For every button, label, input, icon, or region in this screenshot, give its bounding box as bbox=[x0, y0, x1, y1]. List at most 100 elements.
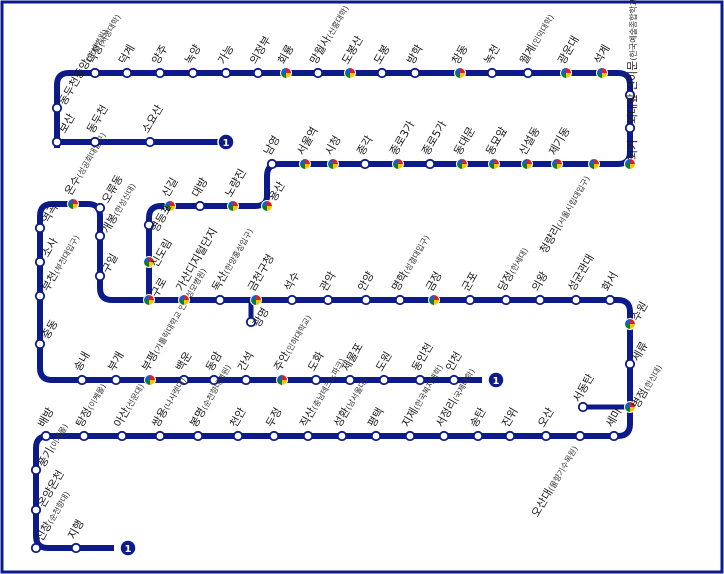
station-dot bbox=[302, 430, 314, 442]
transfer-marker-segment bbox=[227, 200, 233, 206]
station-dot bbox=[121, 67, 133, 79]
transfer-marker-segment bbox=[462, 158, 468, 164]
station-dot bbox=[570, 294, 582, 306]
station-dot bbox=[534, 294, 546, 306]
station-18[interactable]: 외대앞 bbox=[624, 94, 639, 134]
transfer-marker-segment bbox=[305, 164, 311, 170]
station-dot bbox=[360, 294, 372, 306]
station-dot bbox=[252, 67, 264, 79]
transfer-marker-segment bbox=[462, 164, 468, 170]
station-19[interactable]: 회기 bbox=[624, 140, 640, 170]
station-dot bbox=[194, 200, 206, 212]
station-dot bbox=[78, 430, 90, 442]
station-dot bbox=[370, 430, 382, 442]
station-dot bbox=[266, 158, 278, 170]
transfer-marker-segment bbox=[527, 164, 533, 170]
transfer-marker-segment bbox=[624, 401, 630, 407]
station-dot bbox=[624, 358, 636, 370]
station-dot bbox=[504, 430, 516, 442]
station-dot bbox=[116, 430, 128, 442]
transfer-marker-segment bbox=[178, 300, 184, 306]
transfer-marker-segment bbox=[398, 164, 404, 170]
station-dot bbox=[94, 270, 106, 282]
station-dot bbox=[322, 294, 334, 306]
transfer-marker-segment bbox=[557, 164, 563, 170]
station-dot bbox=[438, 430, 450, 442]
transfer-marker bbox=[624, 401, 636, 413]
transfer-marker-segment bbox=[164, 200, 170, 206]
transfer-marker-segment bbox=[428, 294, 434, 300]
transfer-marker-segment bbox=[282, 380, 288, 386]
station-17[interactable]: 신이문(한국예술종합학교) bbox=[624, 0, 639, 101]
transfer-marker-segment bbox=[276, 380, 282, 386]
transfer-marker-segment bbox=[624, 164, 630, 170]
station-sublabel: (한국예술종합학교) bbox=[628, 0, 638, 61]
transfer-marker-segment bbox=[149, 256, 155, 262]
transfer-marker-segment bbox=[602, 67, 608, 73]
station-dot bbox=[34, 222, 46, 234]
transfer-marker bbox=[456, 158, 468, 170]
transfer-marker-segment bbox=[282, 374, 288, 380]
line-badge-label: 1 bbox=[125, 544, 132, 555]
station-dot bbox=[89, 136, 101, 148]
line-badge-sinchang: 1 bbox=[119, 539, 137, 557]
station-dot bbox=[214, 294, 226, 306]
transfer-marker bbox=[178, 294, 190, 306]
transfer-marker bbox=[588, 158, 600, 170]
transfer-marker-segment bbox=[560, 73, 566, 79]
transfer-marker bbox=[67, 198, 79, 210]
transfer-marker-segment bbox=[588, 164, 594, 170]
transfer-marker-segment bbox=[596, 73, 602, 79]
station-dot bbox=[344, 374, 356, 386]
transfer-marker bbox=[551, 158, 563, 170]
transfer-marker-segment bbox=[560, 67, 566, 73]
transfer-marker-segment bbox=[488, 158, 494, 164]
transfer-marker-segment bbox=[267, 200, 273, 206]
transfer-marker-segment bbox=[434, 294, 440, 300]
transfer-marker bbox=[454, 67, 466, 79]
transfer-marker-segment bbox=[149, 300, 155, 306]
transfer-marker-segment bbox=[630, 164, 636, 170]
transfer-marker-segment bbox=[454, 67, 460, 73]
transfer-marker-segment bbox=[327, 158, 333, 164]
station-dot bbox=[30, 542, 42, 554]
transfer-marker-segment bbox=[144, 380, 150, 386]
station-dot bbox=[424, 158, 436, 170]
transfer-marker-segment bbox=[143, 294, 149, 300]
transfer-marker-segment bbox=[392, 164, 398, 170]
transfer-marker-segment bbox=[256, 294, 262, 300]
transfer-marker-segment bbox=[624, 324, 630, 330]
transfer-marker-segment bbox=[276, 374, 282, 380]
transfer-marker-segment bbox=[170, 206, 176, 212]
transfer-marker-segment bbox=[630, 158, 636, 164]
transfer-marker-segment bbox=[624, 158, 630, 164]
station-dot bbox=[70, 542, 82, 554]
station-dot bbox=[208, 374, 220, 386]
transfer-marker-segment bbox=[333, 158, 339, 164]
transfer-marker-segment bbox=[630, 401, 636, 407]
station-dot bbox=[187, 67, 199, 79]
transfer-marker-segment bbox=[350, 67, 356, 73]
transfer-marker bbox=[327, 158, 339, 170]
transfer-marker-segment bbox=[178, 294, 184, 300]
station-dot bbox=[500, 294, 512, 306]
transfer-marker-segment bbox=[233, 200, 239, 206]
transfer-marker-segment bbox=[73, 198, 79, 204]
transfer-marker bbox=[144, 374, 156, 386]
station-dot bbox=[245, 316, 257, 328]
station-dot bbox=[30, 504, 42, 516]
transfer-marker-segment bbox=[460, 73, 466, 79]
transfer-marker-segment bbox=[280, 67, 286, 73]
transfer-marker-segment bbox=[566, 73, 572, 79]
transfer-marker-segment bbox=[143, 256, 149, 262]
station-label: 외대앞 bbox=[626, 94, 639, 124]
transfer-marker-segment bbox=[164, 206, 170, 212]
station-dot bbox=[414, 374, 426, 386]
station-label: 회기 bbox=[626, 140, 639, 160]
transfer-marker-segment bbox=[398, 158, 404, 164]
transfer-marker bbox=[143, 256, 155, 268]
station-dot bbox=[409, 67, 421, 79]
station-dot bbox=[192, 430, 204, 442]
station-dot bbox=[574, 430, 586, 442]
